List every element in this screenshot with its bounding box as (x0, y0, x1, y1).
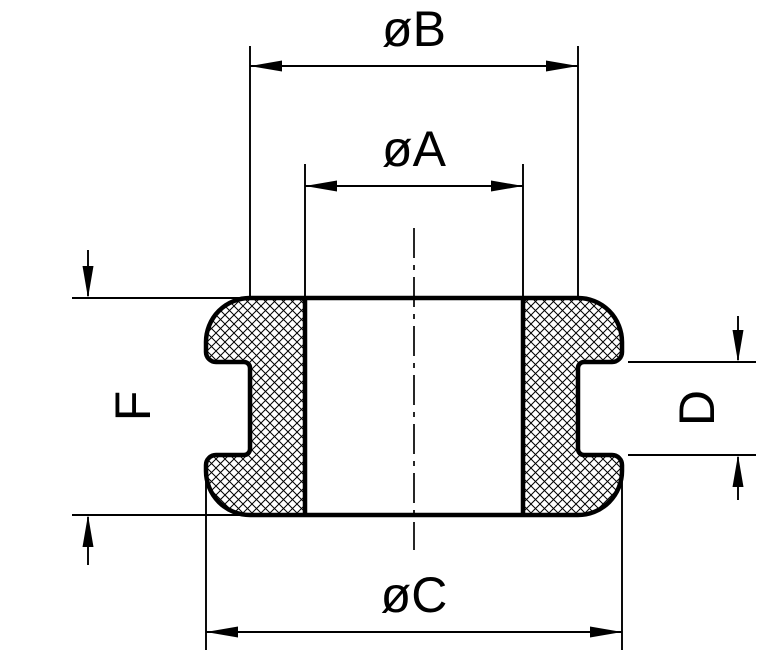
dim-d-arrow-bottom (732, 455, 744, 487)
dimension-c: øC (205, 480, 623, 650)
dim-b-label: øB (382, 1, 446, 57)
dim-d-arrow-top (732, 330, 744, 362)
dim-b-arrow-left (250, 60, 282, 72)
dimension-a: øA (304, 121, 524, 298)
dimension-b: øB (249, 1, 579, 296)
dimension-f: F (72, 250, 246, 565)
dimension-d: D (628, 316, 756, 500)
dim-a-label: øA (382, 121, 447, 177)
grommet-body (203, 228, 625, 550)
dim-f-label: F (105, 391, 161, 422)
dim-c-arrow-right (590, 626, 622, 638)
grommet-outline (203, 295, 625, 518)
dim-f-arrow-top (82, 266, 94, 298)
dim-d-label: D (669, 390, 725, 426)
dim-f-arrow-bottom (82, 515, 94, 547)
dim-a-arrow-right (491, 180, 523, 192)
dim-c-arrow-left (206, 626, 238, 638)
dim-a-arrow-left (305, 180, 337, 192)
dim-c-label: øC (381, 567, 448, 623)
dim-b-arrow-right (546, 60, 578, 72)
